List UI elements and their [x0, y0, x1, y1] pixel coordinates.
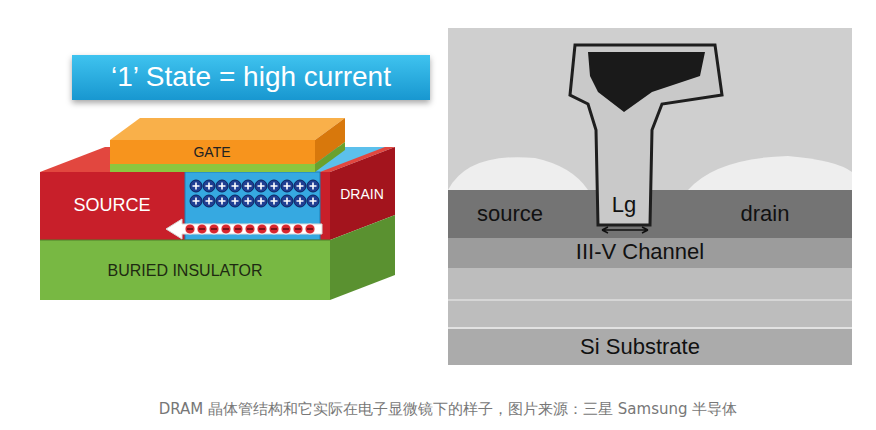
hole [203, 180, 215, 192]
micrograph [448, 28, 852, 365]
gate-top [110, 118, 345, 140]
layer-edge [40, 240, 330, 241]
dimension-arrow [602, 227, 648, 233]
state-banner: ‘1’ State = high current [72, 55, 430, 100]
electron [209, 224, 219, 234]
current-arrow [166, 219, 322, 239]
electron [221, 224, 231, 234]
body-front [40, 172, 330, 240]
photo-label: Si Substrate [580, 334, 700, 359]
hole [190, 195, 202, 207]
insulator-side [330, 215, 395, 300]
buffer-layer [448, 268, 852, 328]
electron [293, 224, 303, 234]
electron-charges [185, 224, 315, 234]
drain-label: DRAIN [334, 184, 390, 205]
channel-front [185, 172, 320, 240]
hole [307, 180, 319, 192]
node-text: GATE [193, 144, 230, 160]
electron [269, 224, 279, 234]
photo-label: drain [741, 201, 790, 226]
node-text: ‘1’ State = high current [111, 61, 391, 93]
photo-label: source [477, 201, 543, 226]
hole [242, 180, 254, 192]
node-text: DRAIN [340, 186, 384, 202]
contact-bump [448, 157, 588, 190]
electron [281, 224, 291, 234]
gate-oxide [110, 164, 315, 172]
hole [242, 195, 254, 207]
gate-metal [588, 52, 705, 112]
substrate-layer [448, 328, 852, 365]
hole-charges [190, 180, 319, 207]
contact-bump [688, 156, 852, 190]
hole [281, 180, 293, 192]
hole [268, 195, 280, 207]
layer-edge [448, 327, 852, 329]
hole [268, 180, 280, 192]
electron [197, 224, 207, 234]
hole [294, 180, 306, 192]
hole [216, 180, 228, 192]
hole [203, 195, 215, 207]
electron [185, 224, 195, 234]
electron [305, 224, 315, 234]
gate-label: GATE [187, 142, 237, 163]
hole [294, 195, 306, 207]
layer-edge [448, 299, 852, 301]
electron [245, 224, 255, 234]
gate-front [110, 140, 315, 164]
source-label: SOURCE [67, 193, 157, 218]
hole [190, 180, 202, 192]
channel-layer [448, 238, 852, 268]
hole [307, 195, 319, 207]
photo-label: Lg [612, 192, 636, 217]
hole [229, 195, 241, 207]
hole [281, 195, 293, 207]
electron [257, 224, 267, 234]
electron [233, 224, 243, 234]
hole [229, 180, 241, 192]
hole [216, 195, 228, 207]
t-gate [570, 45, 722, 225]
caption: DRAM 晶体管结构和它实际在电子显微镜下的样子，图片来源：三星 Samsung… [159, 401, 738, 418]
gate-oxide-side [315, 142, 345, 172]
hole [255, 195, 267, 207]
node-text: BURIED INSULATOR [108, 262, 263, 280]
insulator-front [40, 240, 330, 300]
photo-label: III-V Channel [576, 239, 704, 264]
hole [255, 180, 267, 192]
node-text: SOURCE [73, 195, 150, 216]
insulator-label: BURIED INSULATOR [102, 260, 269, 283]
